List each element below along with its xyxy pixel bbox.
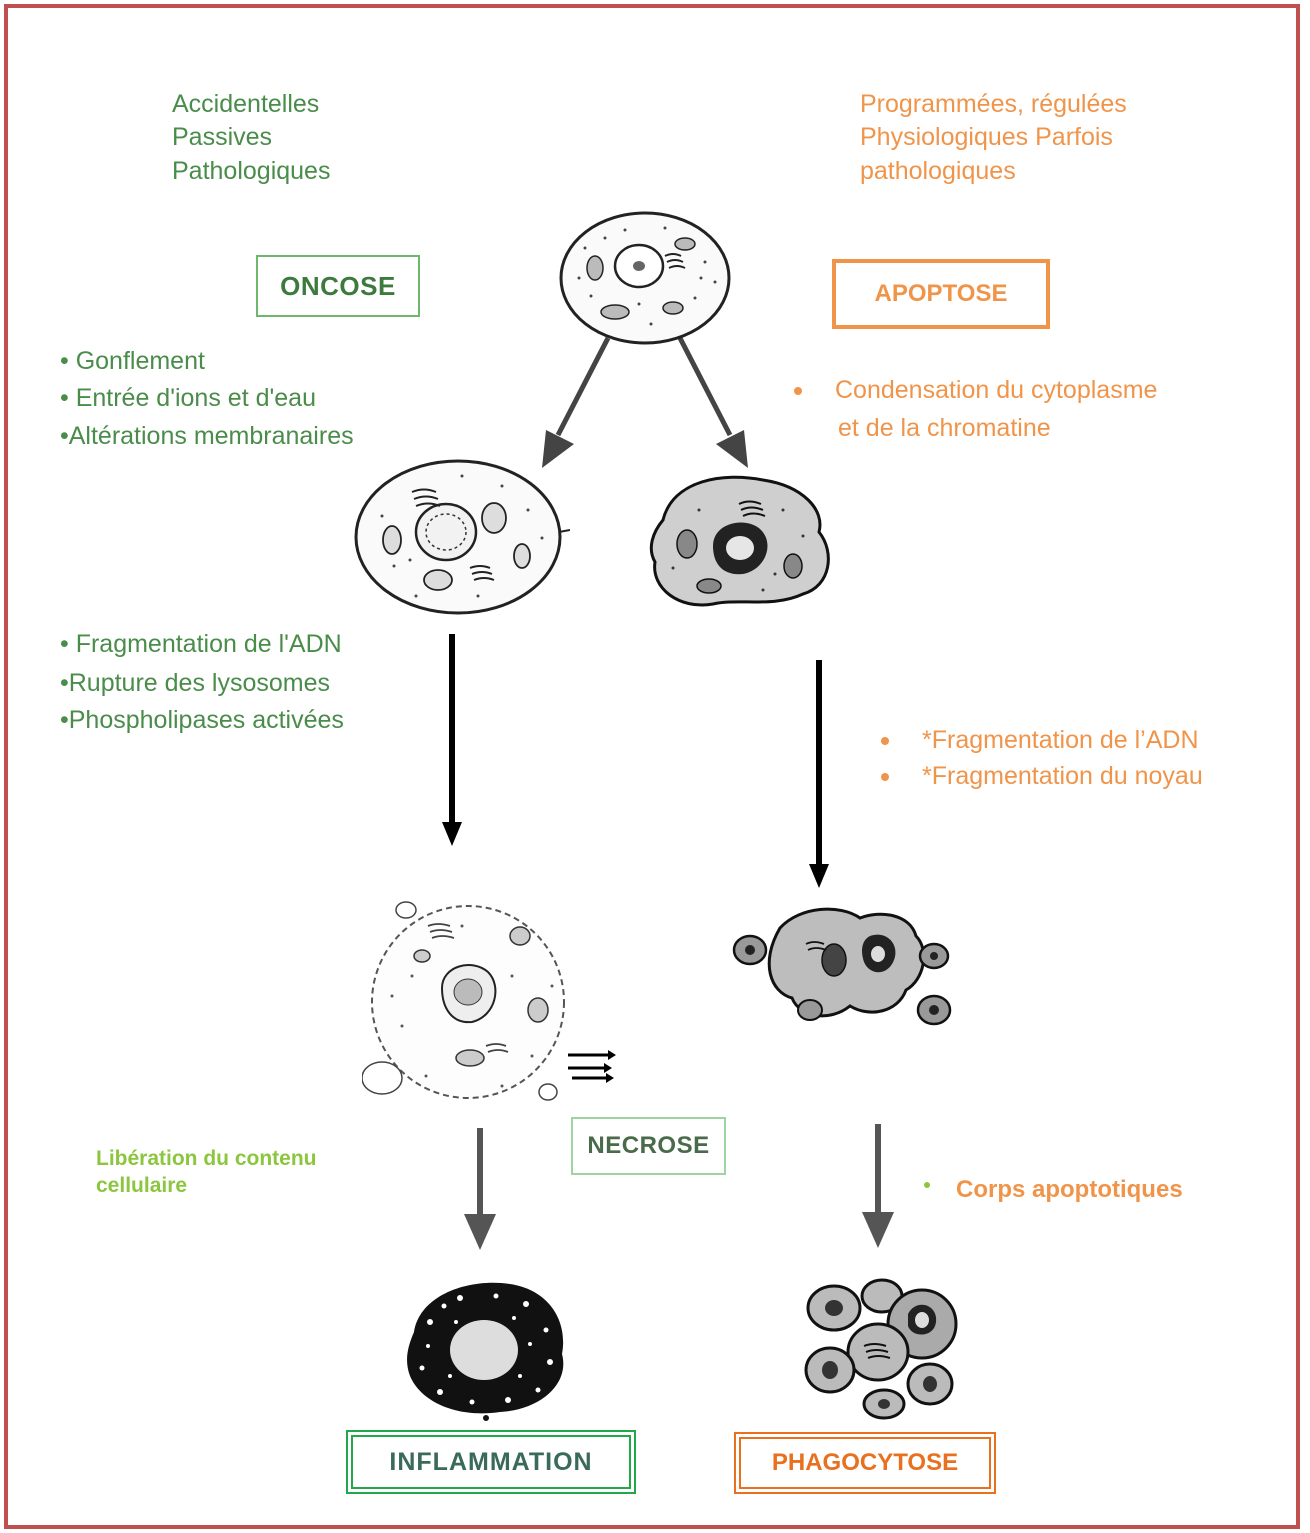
corps-apoptotiques: Corps apoptotiques — [956, 1176, 1183, 1203]
phagocytose-label: PHAGOCYTOSE — [734, 1432, 996, 1494]
necrose-label: NECROSE — [571, 1117, 726, 1175]
bullet-fragmentation-noyau — [881, 773, 889, 781]
necrotic-cell-drawing — [362, 901, 565, 1101]
arrow-to-inflammation — [464, 1128, 496, 1250]
apoptose-fragmentation-adn: *Fragmentation de l’ADN — [922, 726, 1199, 754]
debris-cell-drawing — [407, 1282, 564, 1421]
bullet-condensation — [794, 387, 802, 395]
swollen-cell-drawing — [354, 459, 570, 615]
oncose-label: ONCOSE — [256, 255, 420, 317]
apoptose-condensation-1: Condensation du cytoplasme — [835, 376, 1158, 404]
arrow-to-oncose — [542, 336, 611, 468]
liberation-line-1: Libération du contenu — [96, 1147, 317, 1170]
apoptose-fragmentation-noyau: *Fragmentation du noyau — [922, 762, 1203, 790]
oncose-alterations: •Altérations membranaires — [60, 422, 354, 450]
page-frame — [4, 4, 1300, 1529]
apoptotic-cluster-drawing — [732, 907, 952, 1026]
arrow-to-phagocytose — [862, 1124, 894, 1248]
trait-pathologiques: Pathologiques — [172, 157, 331, 185]
trait-programmees: Programmées, régulées — [860, 90, 1127, 118]
normal-cell-drawing — [559, 211, 731, 345]
arrow-oncose-down — [442, 634, 462, 846]
oncose-fragmentation-adn: • Fragmentation de l'ADN — [60, 630, 342, 658]
oncose-phospholipases: •Phospholipases activées — [60, 706, 344, 734]
inflammation-label: INFLAMMATION — [346, 1430, 636, 1494]
bullet-corps — [924, 1182, 930, 1188]
apoptose-label: APOPTOSE — [832, 259, 1050, 329]
arrow-to-apoptose — [677, 336, 748, 468]
apoptose-condensation-2: et de la chromatine — [838, 414, 1051, 442]
trait-pathologiques-parfois: pathologiques — [860, 157, 1016, 185]
liberation-line-2: cellulaire — [96, 1174, 188, 1197]
bullet-fragmentation-adn — [881, 737, 889, 745]
oncose-gonflement: • Gonflement — [60, 347, 205, 375]
trait-accidentelles: Accidentelles — [172, 90, 320, 118]
arrow-apoptose-down — [809, 660, 829, 888]
exchange-arrows — [568, 1050, 616, 1083]
oncose-rupture-lysosomes: •Rupture des lysosomes — [60, 669, 330, 697]
phagocytosed-bodies-drawing — [804, 1278, 958, 1420]
condensed-cell-drawing — [649, 475, 830, 607]
trait-passives: Passives — [172, 123, 273, 151]
oncose-entree-ions: • Entrée d'ions et d'eau — [60, 384, 316, 412]
trait-physiologiques: Physiologiques Parfois — [860, 123, 1113, 151]
